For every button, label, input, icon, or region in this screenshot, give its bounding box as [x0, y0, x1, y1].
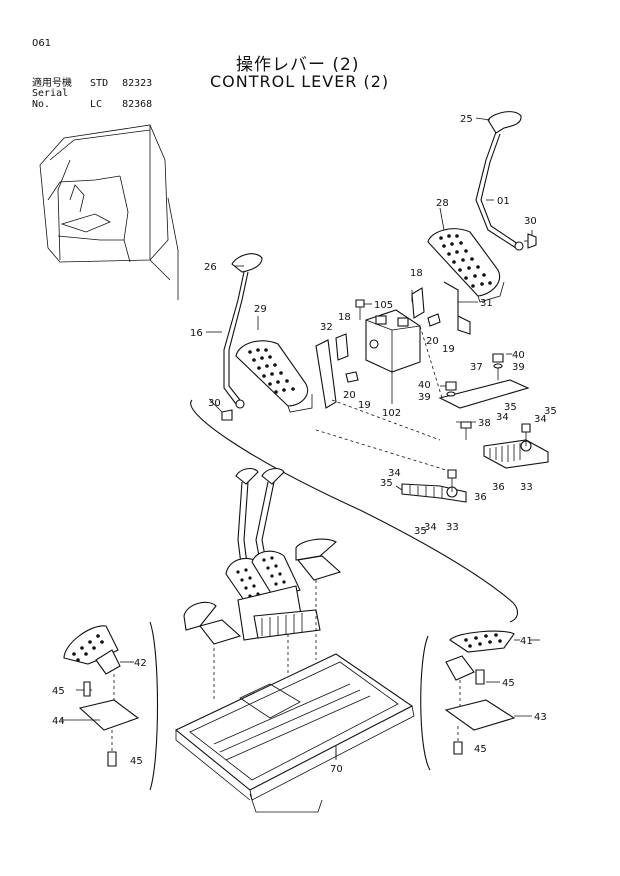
callout-40: 40	[418, 380, 431, 391]
callout-18: 18	[338, 312, 351, 323]
callout-35: 35	[544, 406, 557, 417]
assembled-controls	[183, 467, 342, 645]
callout-35: 35	[414, 526, 427, 537]
floor-plate-70	[174, 580, 415, 813]
callout-19: 19	[358, 400, 371, 411]
callout-28: 28	[436, 198, 449, 209]
bracket-right	[411, 281, 471, 335]
control-lever-left	[221, 253, 263, 421]
callout-30: 30	[524, 216, 537, 227]
callout-39: 39	[418, 392, 431, 403]
callout-45: 45	[130, 756, 143, 767]
callout-34: 34	[388, 468, 401, 479]
leader-lines	[130, 117, 540, 758]
callout-25: 25	[460, 114, 473, 125]
callout-35: 35	[504, 402, 517, 413]
callout-34: 34	[496, 412, 509, 423]
callout-36: 36	[492, 482, 505, 493]
callout-43: 43	[534, 712, 547, 723]
callout-18: 18	[410, 268, 423, 279]
serial-label: 適用号機	[32, 78, 72, 89]
callout-38: 38	[478, 418, 491, 429]
side-pedal-right-assembly	[420, 630, 532, 771]
callout-32: 32	[320, 322, 333, 333]
title-japanese: 操作レバー (2)	[236, 55, 360, 75]
rod-assembly-left	[395, 469, 467, 503]
serial-value: 82368	[122, 99, 153, 110]
serial-label: Serial No.	[32, 88, 69, 110]
rod-assembly-right	[483, 423, 549, 469]
callout-44: 44	[52, 716, 65, 727]
serial-code: STD	[90, 78, 109, 89]
callout-16: 16	[190, 328, 203, 339]
callout-102: 102	[382, 408, 401, 419]
serial-row-lc: Serial No. LC 82368	[32, 88, 152, 110]
cab-outline	[39, 124, 179, 300]
callout-40: 40	[512, 350, 525, 361]
connection-lines	[315, 325, 447, 471]
callout-37: 37	[470, 362, 483, 373]
callout-20: 20	[343, 390, 356, 401]
serial-value: 82323	[122, 78, 153, 89]
bracket-left	[315, 313, 441, 409]
title-english: CONTROL LEVER (2)	[210, 72, 390, 91]
serial-code: LC	[90, 99, 103, 110]
pedal-right	[427, 228, 505, 303]
callout-39: 39	[512, 362, 525, 373]
callout-105: 105	[374, 300, 393, 311]
pedal-left	[235, 340, 313, 413]
callout-36: 36	[474, 492, 487, 503]
callout-29: 29	[254, 304, 267, 315]
callout-30: 30	[208, 398, 221, 409]
callout-34: 34	[534, 414, 547, 425]
callout-45: 45	[52, 686, 65, 697]
callout-33: 33	[446, 522, 459, 533]
callout-35: 35	[380, 478, 393, 489]
serial-row-std: 適用号機 STD 82323	[32, 74, 152, 89]
side-pedal-left-assembly	[60, 621, 159, 791]
callout-31: 31	[480, 298, 493, 309]
callout-42: 42	[134, 658, 147, 669]
callout-26: 26	[204, 262, 217, 273]
callout-19: 19	[442, 344, 455, 355]
callout-45: 45	[502, 678, 515, 689]
plate-37	[438, 353, 530, 440]
callout-01: 01	[497, 196, 510, 207]
exploded-view-boundary	[190, 399, 519, 623]
callout-41: 41	[520, 636, 533, 647]
callout-34: 34	[424, 522, 437, 533]
page-number: 061	[32, 38, 52, 49]
pilot-valve-102	[355, 299, 421, 373]
callout-labels: 25 01 30 28 18 31 105 20 19 26 29 32 18 …	[52, 114, 557, 775]
control-lever-right	[475, 111, 537, 251]
callout-70: 70	[330, 764, 343, 775]
callout-33: 33	[520, 482, 533, 493]
callout-20: 20	[426, 336, 439, 347]
callout-45: 45	[474, 744, 487, 755]
